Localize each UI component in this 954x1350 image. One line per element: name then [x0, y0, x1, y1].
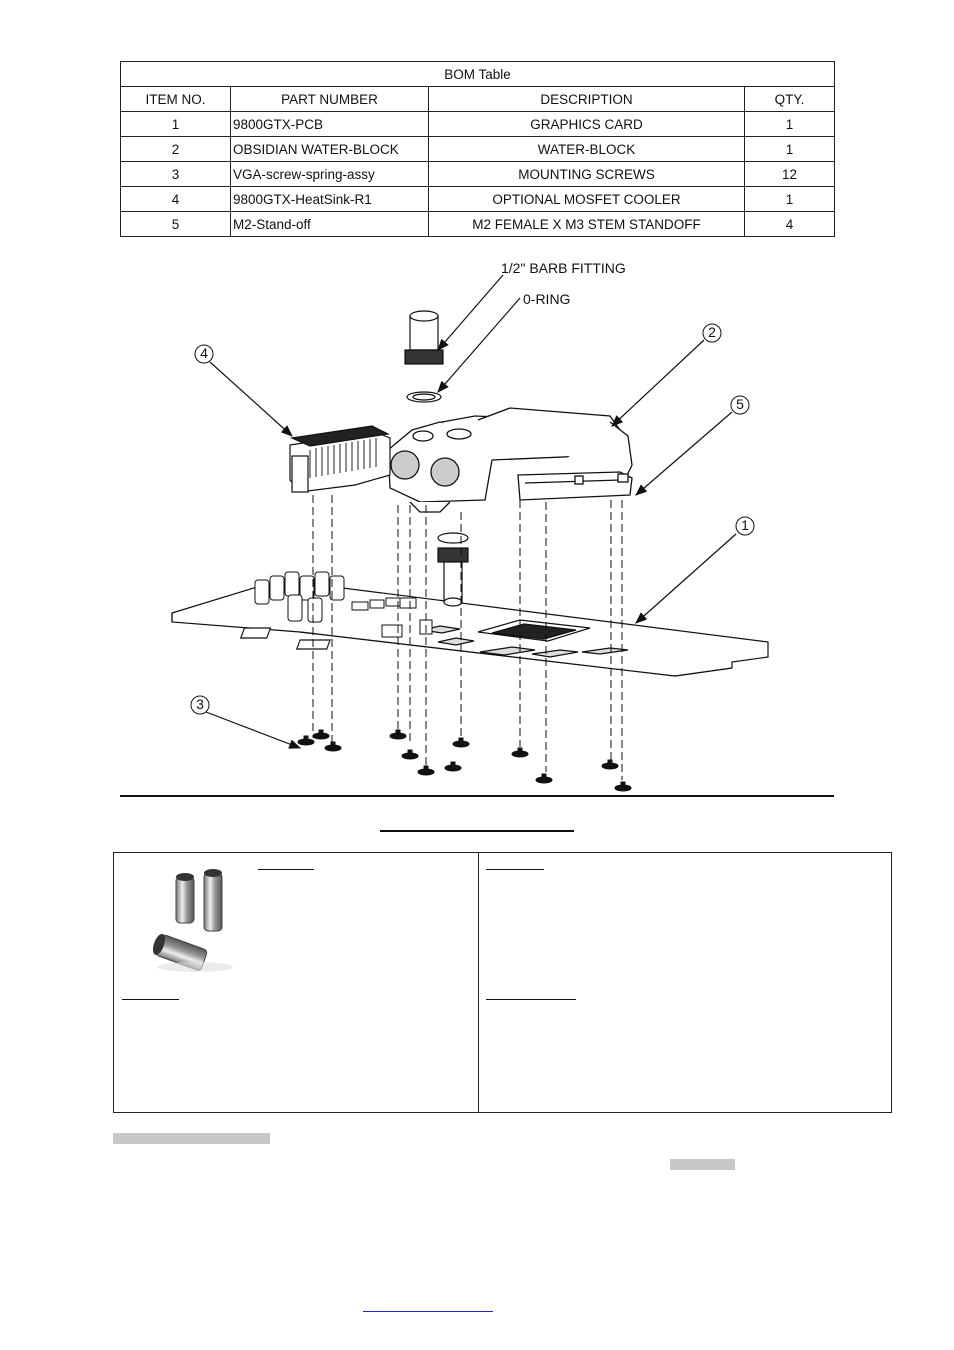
- callout-4: [194, 344, 214, 364]
- alignment-lines: [312, 495, 623, 780]
- cell-description: MOUNTING SCREWS: [428, 161, 745, 187]
- mounting-screws: [297, 729, 632, 792]
- table-row: 5 M2-Stand-off M2 FEMALE X M3 STEM STAND…: [120, 211, 836, 237]
- cell-qty: 1: [743, 111, 836, 137]
- cell-description: GRAPHICS CARD: [428, 111, 745, 137]
- cell-item: 5: [120, 211, 231, 237]
- callout-5: [730, 395, 750, 415]
- cell-item: 1: [120, 111, 231, 137]
- section-divider: [120, 795, 834, 797]
- exploded-assembly-diagram: 2 5 1 4 3 1/2" BARB FITTING 0-RING: [171, 260, 769, 792]
- callout-1: [735, 516, 755, 536]
- callout-3-label: 3: [196, 696, 204, 712]
- tools-heading-underline: [486, 999, 576, 1000]
- oring-label: 0-RING: [523, 291, 570, 307]
- col-header-part: PART NUMBER: [230, 86, 429, 112]
- socket-wrench-set-icon: [152, 869, 233, 972]
- bom-table: BOM Table ITEM NO. PART NUMBER DESCRIPTI…: [119, 61, 836, 237]
- bom-header-row: ITEM NO. PART NUMBER DESCRIPTION QTY.: [120, 86, 836, 112]
- redacted-text-bar: [670, 1159, 735, 1170]
- callout-1-label: 1: [741, 517, 749, 533]
- callout-5-label: 5: [736, 396, 744, 412]
- cell-qty: 4: [743, 211, 836, 237]
- tools-heading-underline: [122, 999, 179, 1000]
- col-header-item: ITEM NO.: [120, 86, 231, 112]
- cell-description: OPTIONAL MOSFET COOLER: [428, 186, 745, 212]
- cell-part: OBSIDIAN WATER-BLOCK: [230, 136, 429, 162]
- cell-part: VGA-screw-spring-assy: [230, 161, 429, 187]
- leader-lines: [205, 274, 737, 749]
- cell-part: 9800GTX-PCB: [230, 111, 429, 137]
- link-underline[interactable]: [363, 1311, 493, 1312]
- table-row: 2 OBSIDIAN WATER-BLOCK WATER-BLOCK 1: [120, 136, 836, 162]
- cell-item: 3: [120, 161, 231, 187]
- mosfet-heatsink: [289, 425, 391, 493]
- table-row: 3 VGA-screw-spring-assy MOUNTING SCREWS …: [120, 161, 836, 187]
- cell-part: 9800GTX-HeatSink-R1: [230, 186, 429, 212]
- callout-balloons: [190, 323, 755, 715]
- callout-4-label: 4: [200, 345, 208, 361]
- capacitor-group: [254, 571, 433, 638]
- tools-box-divider: [478, 853, 479, 1112]
- table-row: 1 9800GTX-PCB GRAPHICS CARD 1: [120, 111, 836, 137]
- callout-2: [702, 323, 722, 343]
- col-header-qty: QTY.: [743, 86, 836, 112]
- table-row: 4 9800GTX-HeatSink-R1 OPTIONAL MOSFET CO…: [120, 186, 836, 212]
- tools-heading-underline: [258, 869, 314, 870]
- cell-qty: 12: [743, 161, 836, 187]
- cell-item: 2: [120, 136, 231, 162]
- barb-fitting-label: 1/2" BARB FITTING: [501, 260, 626, 276]
- col-header-description: DESCRIPTION: [428, 86, 745, 112]
- redacted-text-bar: [113, 1133, 270, 1144]
- barb-fitting-top: [404, 310, 444, 403]
- cell-qty: 1: [743, 136, 836, 162]
- cell-description: M2 FEMALE X M3 STEM STANDOFF: [428, 211, 745, 237]
- callout-3: [190, 695, 210, 715]
- cell-qty: 1: [743, 186, 836, 212]
- barb-fitting-bottom: [437, 532, 469, 607]
- water-block: [387, 407, 633, 513]
- tools-box: [113, 852, 892, 1113]
- cell-description: WATER-BLOCK: [428, 136, 745, 162]
- tools-heading-underline: [486, 869, 544, 870]
- bom-title: BOM Table: [119, 61, 836, 87]
- cell-item: 4: [120, 186, 231, 212]
- section-heading-underline: [380, 830, 574, 832]
- cell-part: M2-Stand-off: [230, 211, 429, 237]
- callout-2-label: 2: [708, 324, 716, 340]
